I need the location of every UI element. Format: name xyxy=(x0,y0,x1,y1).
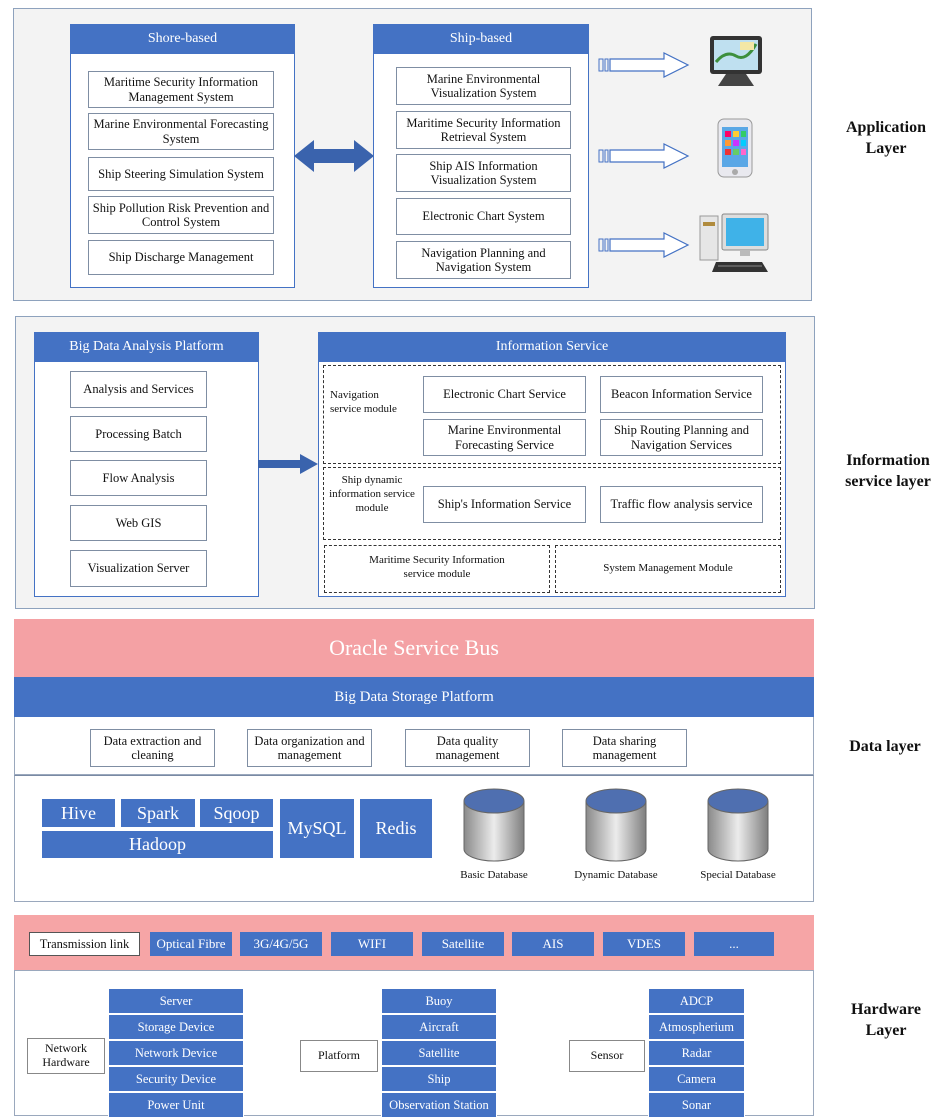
database-label-dynamic: Dynamic Database xyxy=(574,869,658,881)
network-hardware-label: Network Hardware xyxy=(27,1038,105,1074)
process-item-1: Data organization and management xyxy=(247,729,372,767)
sensor-item-0: ADCP xyxy=(648,988,745,1014)
shore-item-1: Marine Environmental Forecasting System xyxy=(88,113,274,150)
database-label-basic: Basic Database xyxy=(460,869,528,881)
big-data-storage-title: Big Data Storage Platform xyxy=(14,677,814,717)
transmission-item-0: Optical Fibre xyxy=(150,932,232,956)
platform-label: Platform xyxy=(300,1040,378,1072)
ship-item-3: Electronic Chart System xyxy=(396,198,571,235)
sensor-item-1: Atmospherium xyxy=(648,1014,745,1040)
application-layer-label: Application Layer xyxy=(845,119,926,157)
analysis-item-2: Flow Analysis xyxy=(70,460,207,496)
nav-item-1: Beacon Information Service xyxy=(600,376,763,413)
tech-hadoop: Hadoop xyxy=(42,831,273,858)
information-layer-label: Information service layer xyxy=(845,452,931,490)
transmission-item-5: VDES xyxy=(603,932,685,956)
system-module-label: System Management Module xyxy=(603,562,733,574)
analysis-item-3: Web GIS xyxy=(70,505,207,541)
shore-item-4: Ship Discharge Management xyxy=(88,240,274,275)
oracle-service-bus: Oracle Service Bus xyxy=(14,619,814,677)
dynamic-module-box xyxy=(323,467,781,540)
oracle-service-bus-label: Oracle Service Bus xyxy=(329,635,499,660)
network-item-1: Storage Device xyxy=(108,1014,244,1040)
network-item-0: Server xyxy=(108,988,244,1014)
network-item-4: Power Unit xyxy=(108,1092,244,1118)
transmission-label: Transmission link xyxy=(29,932,140,956)
maritime-module-label: Maritime Security Information service mo… xyxy=(369,554,505,581)
information-service-title: Information Service xyxy=(318,332,786,362)
network-item-2: Network Device xyxy=(108,1040,244,1066)
bidirectional-arrow-icon xyxy=(294,140,374,172)
arrow-right-icon xyxy=(258,454,318,474)
dynamic-item-1: Traffic flow analysis service xyxy=(600,486,763,523)
platform-item-0: Buoy xyxy=(381,988,497,1014)
shore-based-title: Shore-based xyxy=(70,24,295,54)
hardware-layer-label: Hardware Layer xyxy=(851,1001,921,1039)
tech-hive: Hive xyxy=(42,799,115,827)
sensor-item-3: Camera xyxy=(648,1066,745,1092)
shore-item-3: Ship Pollution Risk Prevention and Contr… xyxy=(88,196,274,234)
navigation-module-box xyxy=(323,365,781,464)
maritime-module-box xyxy=(324,545,550,593)
ship-item-1: Maritime Security Information Retrieval … xyxy=(396,111,571,149)
dynamic-module-label: Ship dynamic information service module xyxy=(329,474,415,514)
chart-terminal-icon xyxy=(710,36,762,86)
platform-item-3: Ship xyxy=(381,1066,497,1092)
transmission-item-2: WIFI xyxy=(331,932,413,956)
process-item-0: Data extraction and cleaning xyxy=(90,729,215,767)
database-icon xyxy=(707,788,769,862)
network-item-3: Security Device xyxy=(108,1066,244,1092)
ship-based-title: Ship-based xyxy=(373,24,589,54)
arrow-right-icon xyxy=(598,143,690,169)
nav-item-0: Electronic Chart Service xyxy=(423,376,586,413)
ship-item-0: Marine Environmental Visualization Syste… xyxy=(396,67,571,105)
smartphone-icon xyxy=(717,118,753,178)
process-item-2: Data quality management xyxy=(405,729,530,767)
analysis-item-1: Processing Batch xyxy=(70,416,207,452)
shore-item-2: Ship Steering Simulation System xyxy=(88,157,274,191)
database-icon xyxy=(585,788,647,862)
platform-item-2: Satellite xyxy=(381,1040,497,1066)
big-data-analysis-title: Big Data Analysis Platform xyxy=(34,332,259,362)
analysis-item-4: Visualization Server xyxy=(70,550,207,587)
ship-item-2: Ship AIS Information Visualization Syste… xyxy=(396,154,571,192)
navigation-module-label: Navigation service module xyxy=(330,389,397,416)
nav-item-3: Ship Routing Planning and Navigation Ser… xyxy=(600,419,763,456)
process-item-3: Data sharing management xyxy=(562,729,687,767)
tech-redis: Redis xyxy=(360,799,432,858)
tech-sqoop: Sqoop xyxy=(200,799,273,827)
sensor-label: Sensor xyxy=(569,1040,645,1072)
sensor-item-2: Radar xyxy=(648,1040,745,1066)
nav-item-2: Marine Environmental Forecasting Service xyxy=(423,419,586,456)
arrow-right-icon xyxy=(598,232,690,258)
desktop-computer-icon xyxy=(699,213,769,272)
sensor-item-4: Sonar xyxy=(648,1092,745,1118)
database-icon xyxy=(463,788,525,862)
transmission-item-6: ... xyxy=(694,932,774,956)
shore-item-0: Maritime Security Information Management… xyxy=(88,71,274,108)
arrow-right-icon xyxy=(598,52,690,78)
database-label-special: Special Database xyxy=(700,869,776,881)
transmission-item-3: Satellite xyxy=(422,932,504,956)
tech-spark: Spark xyxy=(121,799,195,827)
transmission-item-4: AIS xyxy=(512,932,594,956)
ship-item-4: Navigation Planning and Navigation Syste… xyxy=(396,241,571,279)
platform-item-4: Observation Station xyxy=(381,1092,497,1118)
transmission-item-1: 3G/4G/5G xyxy=(240,932,322,956)
platform-item-1: Aircraft xyxy=(381,1014,497,1040)
dynamic-item-0: Ship's Information Service xyxy=(423,486,586,523)
data-layer-label: Data layer xyxy=(849,738,921,755)
analysis-item-0: Analysis and Services xyxy=(70,371,207,408)
system-module-box xyxy=(555,545,781,593)
tech-mysql: MySQL xyxy=(280,799,354,858)
